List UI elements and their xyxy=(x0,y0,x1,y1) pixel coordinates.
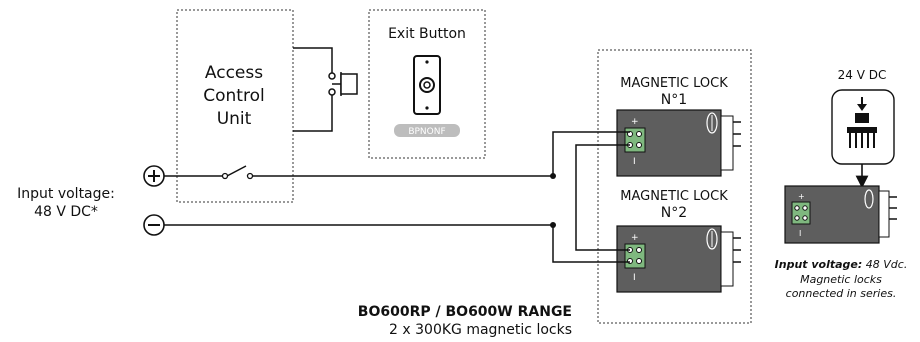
magnetic-lock-2: + I xyxy=(616,225,741,293)
access-control-unit: Access Control Unit xyxy=(176,9,294,203)
lock2-plus: + xyxy=(631,233,639,243)
power-wiring xyxy=(164,131,630,263)
exit-button-title: Exit Button xyxy=(388,26,466,42)
acu-label-3: Unit xyxy=(217,109,252,129)
junction-dot xyxy=(550,173,556,179)
side-minus: I xyxy=(799,229,801,238)
arrow-down-icon xyxy=(857,104,867,111)
lock1-label-2: N°1 xyxy=(661,92,687,108)
plus-circle-icon xyxy=(143,165,165,187)
lock2-label-2: N°2 xyxy=(661,205,687,221)
lock1-label-1: MAGNETIC LOCK xyxy=(620,76,728,91)
magnetic-locks-panel xyxy=(597,49,752,324)
side-voltage-label: 24 V DC xyxy=(838,68,887,82)
lock1-plus: + xyxy=(631,117,639,127)
side-plus: + xyxy=(798,192,805,201)
input-voltage-value: 48 V DC* xyxy=(34,204,98,220)
junction-dot xyxy=(550,222,556,228)
push-button-icon xyxy=(413,55,441,115)
minus-circle-icon xyxy=(143,214,165,236)
lock1-minus: I xyxy=(633,157,636,167)
exit-button-panel: Exit Button BPNONF xyxy=(368,9,486,159)
range-title: BO600RP / BO600W RANGE xyxy=(358,304,572,320)
exit-button-badge-text: BPNONF xyxy=(408,127,445,137)
lock2-label-1: MAGNETIC LOCK xyxy=(620,189,728,204)
exit-button-badge xyxy=(394,124,460,137)
acu-label-2: Control xyxy=(203,86,264,106)
input-voltage-label: Input voltage: xyxy=(17,186,115,202)
exit-contact-wiring xyxy=(293,47,358,132)
side-note-line1: Input voltage: 48 Vdc. xyxy=(775,258,908,271)
power-supply-icon xyxy=(831,89,895,165)
lock2-minus: I xyxy=(633,273,636,283)
acu-label-1: Access xyxy=(205,63,263,83)
side-note-line3: connected in series. xyxy=(786,287,897,300)
side-note-line2: Magnetic locks xyxy=(800,273,882,286)
side-magnetic-lock: + I xyxy=(784,185,897,244)
magnetic-lock-1: + I xyxy=(616,109,741,177)
switch-icon xyxy=(221,172,254,180)
range-subtitle: 2 x 300KG magnetic locks xyxy=(389,322,572,338)
